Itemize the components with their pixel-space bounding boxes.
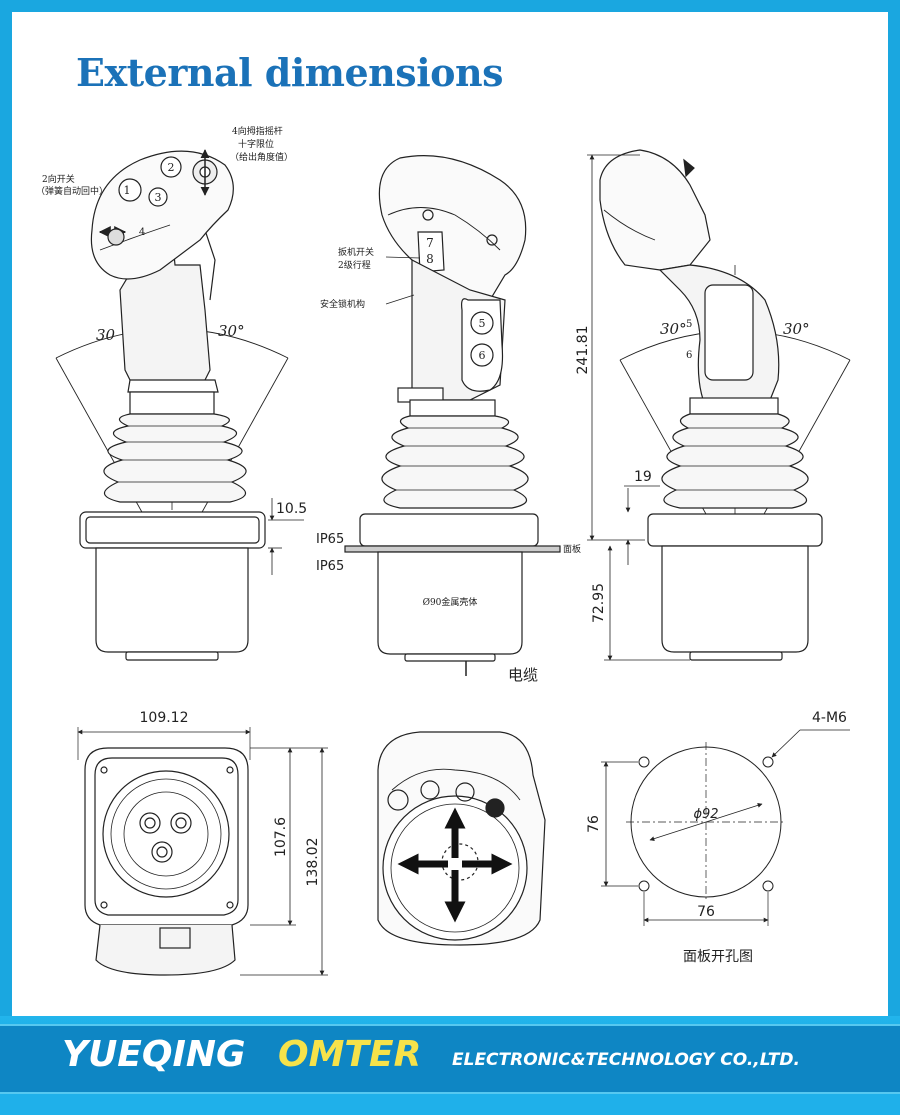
ip-top: IP65 bbox=[316, 532, 344, 547]
right-callout-5: 5 bbox=[686, 319, 692, 330]
bottom-view bbox=[77, 727, 328, 976]
company-banner: YUEQING OMTER ELECTRONIC&TECHNOLOGY CO.,… bbox=[0, 1016, 900, 1115]
front-view-labels: 7 8 5 6 扳机开关 2级行程 安全锁机构 IP65 IP65 面板 Ø90… bbox=[316, 236, 581, 684]
callout-6: 6 bbox=[479, 349, 486, 362]
right-angle-left: 30° bbox=[660, 320, 687, 338]
cutout-diameter: ϕ92 bbox=[693, 807, 718, 822]
label-trigger-stage: 2级行程 bbox=[338, 259, 371, 271]
dim-109-12: 109.12 bbox=[140, 710, 189, 726]
label-panel: 面板 bbox=[563, 543, 581, 555]
dim-107-6: 107.6 bbox=[273, 817, 289, 857]
dim-76-vertical: 76 bbox=[586, 815, 602, 833]
callout-2: 2 bbox=[168, 161, 175, 174]
label-cable: 电缆 bbox=[508, 666, 538, 684]
right-view bbox=[587, 149, 851, 661]
label-cross-limit: 十字限位 bbox=[238, 138, 274, 150]
label-housing: Ø90金属壳体 bbox=[423, 596, 478, 608]
callout-7: 7 bbox=[426, 236, 434, 250]
cutout-caption: 面板开孔图 bbox=[683, 949, 753, 965]
callout-5: 5 bbox=[479, 317, 486, 330]
label-switch-2way-note: （弹簧自动回中） bbox=[36, 185, 108, 197]
dim-72-95: 72.95 bbox=[591, 583, 607, 623]
screw-spec: 4-M6 bbox=[812, 710, 847, 726]
callout-1: 1 bbox=[124, 184, 131, 197]
panel-cutout bbox=[601, 729, 850, 926]
right-callout-6: 6 bbox=[686, 350, 692, 361]
bottom-view-labels: 109.12 107.6 138.02 bbox=[140, 710, 322, 887]
brand-company-suffix: ELECTRONIC&TECHNOLOGY CO.,LTD. bbox=[452, 1050, 800, 1070]
front-view bbox=[344, 155, 561, 676]
side-view-labels: 1 2 3 4 2向开关 （弹簧自动回中） 4向拇指摇杆 十字限位 （给出角度值… bbox=[36, 125, 307, 517]
angle-left-label: 30 bbox=[96, 326, 116, 344]
label-safety: 安全锁机构 bbox=[320, 298, 365, 310]
brand-yueqing: YUEQING bbox=[62, 1034, 246, 1075]
dim-76-horizontal: 76 bbox=[697, 904, 715, 920]
panel-cutout-labels: 4-M6 ϕ92 76 76 面板开孔图 bbox=[586, 710, 847, 965]
ip-bottom: IP65 bbox=[316, 559, 344, 574]
dim-241-81: 241.81 bbox=[575, 326, 591, 375]
page-title: External dimensions bbox=[76, 50, 504, 95]
callout-3: 3 bbox=[155, 191, 162, 204]
banner-bottom-band bbox=[0, 1094, 900, 1115]
label-rocker-4way: 4向拇指摇杆 bbox=[232, 125, 283, 137]
label-switch-2way: 2向开关 bbox=[42, 173, 75, 185]
top-view bbox=[377, 731, 546, 946]
label-trigger: 扳机开关 bbox=[338, 246, 374, 258]
dim-138-02: 138.02 bbox=[305, 838, 321, 887]
callout-8: 8 bbox=[426, 252, 434, 266]
label-angle-out: （给出角度值） bbox=[230, 151, 293, 163]
right-angle-right: 30° bbox=[783, 320, 810, 338]
brand-omter: OMTER bbox=[278, 1034, 422, 1075]
dim-10-5: 10.5 bbox=[276, 501, 307, 517]
angle-right-label: 30° bbox=[218, 322, 245, 340]
callout-4: 4 bbox=[139, 227, 145, 238]
side-view bbox=[55, 149, 304, 661]
dim-19: 19 bbox=[634, 469, 652, 485]
technical-drawing: 1 2 3 4 2向开关 （弹簧自动回中） 4向拇指摇杆 十字限位 （给出角度值… bbox=[36, 125, 851, 976]
banner-stripe bbox=[0, 1024, 900, 1094]
right-view-labels: 241.81 30° 30° 5 6 19 72.95 bbox=[575, 319, 810, 623]
